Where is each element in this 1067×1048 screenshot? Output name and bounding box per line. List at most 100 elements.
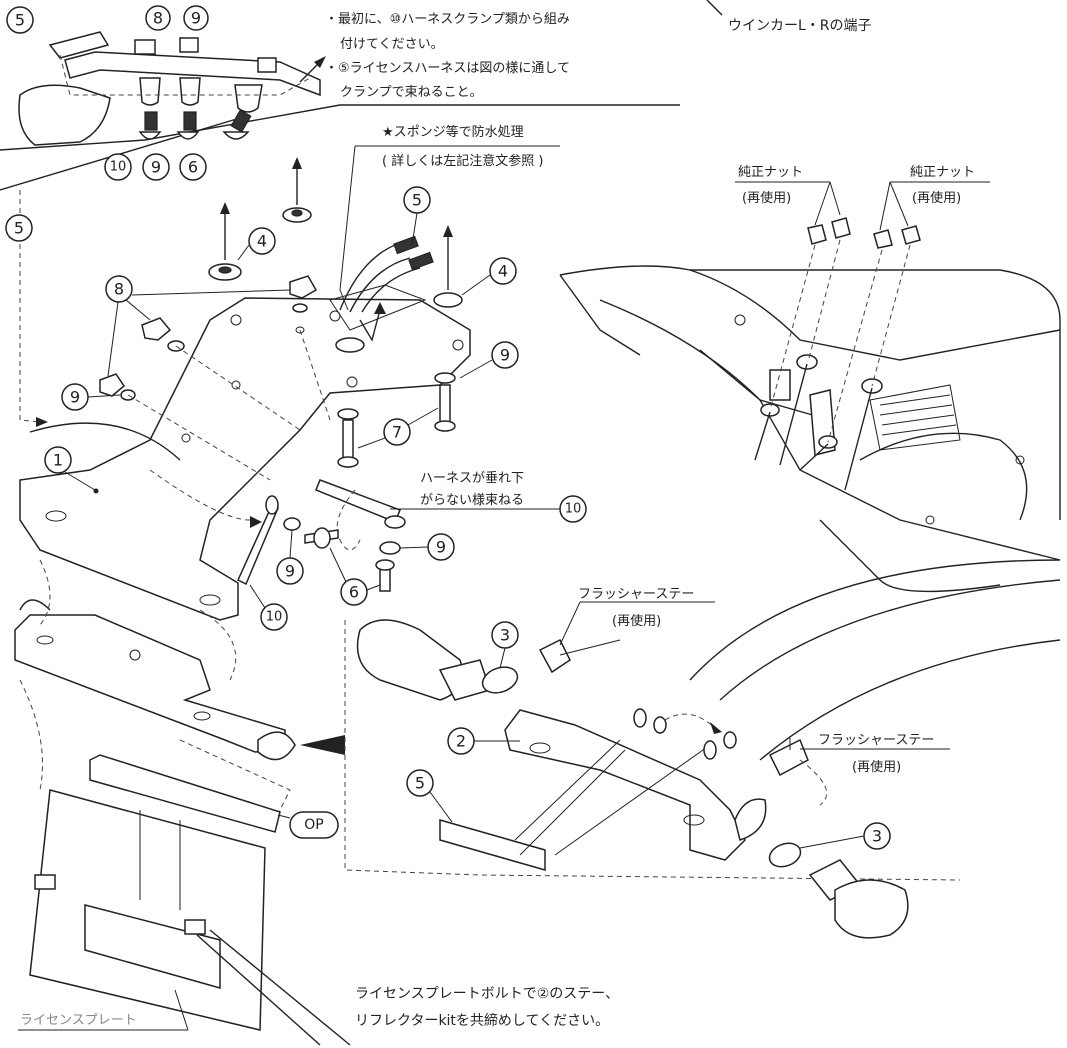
inset-clamp-a: [144, 111, 158, 131]
washer-9b: [379, 541, 401, 555]
svg-text:9: 9: [191, 9, 201, 28]
winker-terminal-leader: [706, 0, 723, 16]
svg-text:9: 9: [500, 346, 510, 365]
winker-right: [808, 859, 909, 939]
motorcycle-tail: [559, 265, 1061, 761]
svg-text:5: 5: [15, 11, 25, 30]
callout-10-c: 10: [260, 603, 288, 631]
inset-nut-b: [179, 37, 199, 53]
callout-9-b: 9: [61, 383, 89, 411]
note-line1: ・最初に、⑩ハーネスクランプ類から組み: [325, 12, 570, 27]
callout-5-top: 5: [6, 6, 34, 34]
svg-text:2: 2: [456, 732, 466, 751]
plate-bolt-note2: リフレクターkitを共締めしてください。: [355, 1012, 609, 1029]
svg-text:9: 9: [436, 538, 446, 557]
nut-left-label: 純正ナット: [738, 165, 803, 180]
harness-route-dash: [19, 190, 41, 423]
svg-text:OP: OP: [304, 817, 323, 833]
sponge-sublabel: ( 詳しくは左記注意文参照 ): [382, 153, 543, 169]
reflector: [84, 904, 221, 989]
plate-bolt-a: [34, 874, 56, 890]
callout-5-mid: 5: [403, 186, 431, 214]
winker-terminal-label: ウインカーL・Rの端子: [728, 18, 872, 34]
inset-nut-c: [257, 57, 277, 73]
flasher-stay-right: [768, 738, 809, 777]
license-plate-label: ライセンスプレート: [20, 1013, 137, 1028]
note-line3: ・⑤ライセンスハーネスは図の様に通して: [325, 61, 570, 76]
washer-right-a: [633, 708, 647, 728]
callout-10-top: 10: [104, 153, 132, 181]
harness-label2: がらない様束ねる: [420, 493, 524, 508]
inset-grommet-a: [139, 77, 161, 106]
callout-3-b: 3: [863, 822, 891, 850]
svg-text:10: 10: [266, 610, 283, 625]
washer-9a: [283, 517, 301, 531]
grommet-3b: [768, 842, 802, 868]
reflector-kit: [439, 819, 546, 871]
nut-left-sublabel: (再使用): [742, 190, 791, 206]
detail-border: [344, 620, 961, 881]
detail-arrow: [300, 735, 345, 755]
harness-wire: [29, 422, 181, 461]
callout-4-a: 4: [248, 227, 276, 255]
plate-bolt-b: [184, 919, 206, 935]
inset-clamp-detail: [0, 31, 680, 191]
winker-left: [356, 619, 491, 701]
flasher-top-sublabel: (再使用): [612, 613, 661, 629]
plate-bolt-note1: ライセンスプレートボルトで②のステー、: [355, 986, 619, 1002]
callout-4-b: 4: [489, 257, 517, 285]
callout-10-b: 10: [559, 495, 587, 523]
callout-op: OP: [289, 811, 339, 839]
callout-3-a: 3: [491, 621, 519, 649]
inset-grommet-b: [179, 77, 201, 106]
license-stay: [14, 599, 296, 761]
svg-text:9: 9: [285, 562, 295, 581]
callout-6-b: 6: [340, 578, 368, 606]
inset-bracket: [64, 51, 321, 97]
svg-text:6: 6: [188, 158, 198, 177]
svg-text:10: 10: [565, 502, 582, 517]
flasher-right-label: フラッシャーステー: [818, 733, 934, 748]
stock-nut-a: [807, 224, 827, 245]
harness-label1: ハーネスが垂れ下: [420, 471, 524, 486]
spacer-4d: [335, 337, 365, 353]
svg-text:4: 4: [257, 232, 267, 251]
nut-8c: [289, 275, 318, 299]
reflector-plate: [89, 754, 281, 833]
callout-8-top: 8: [145, 5, 171, 31]
inset-harness-path: [59, 54, 311, 96]
svg-text:8: 8: [153, 9, 163, 28]
note-line4: クランプで束ねること。: [340, 85, 483, 100]
svg-text:10: 10: [110, 160, 127, 175]
tail-bracket-part: [769, 369, 791, 401]
part1-bracket: [19, 297, 471, 621]
svg-text:3: 3: [500, 626, 510, 645]
svg-text:5: 5: [412, 191, 422, 210]
callout-9-a: 9: [491, 341, 519, 369]
svg-text:9: 9: [70, 388, 80, 407]
callout-9-d: 9: [276, 557, 304, 585]
sponge-label: ★スポンジ等で防水処理: [382, 124, 524, 140]
callout-9-c: 9: [427, 533, 455, 561]
stock-nut-b: [831, 217, 851, 239]
svg-text:4: 4: [498, 262, 508, 281]
flasher-top-label: フラッシャーステー: [578, 587, 694, 602]
rear-fender-bracket: [19, 297, 471, 621]
nut-8a: [141, 317, 172, 341]
inset-clamp-b: [183, 111, 197, 131]
inset-clamp-c: [230, 109, 252, 133]
svg-text:3: 3: [872, 827, 882, 846]
note-line2: 付けてください。: [340, 37, 444, 52]
inset-grommet-c: [234, 84, 263, 113]
inset-diagonal: [0, 114, 251, 191]
svg-text:1: 1: [53, 451, 63, 470]
callout-5-left: 5: [5, 214, 33, 242]
svg-text:8: 8: [114, 280, 124, 299]
stock-nut-c: [873, 229, 893, 249]
stay-part2: [504, 709, 767, 861]
grommet-3a: [481, 666, 519, 694]
svg-text:5: 5: [415, 774, 425, 793]
callout-1: 1: [44, 446, 72, 474]
spacer-4c: [433, 292, 463, 308]
nut-8b: [99, 373, 125, 397]
